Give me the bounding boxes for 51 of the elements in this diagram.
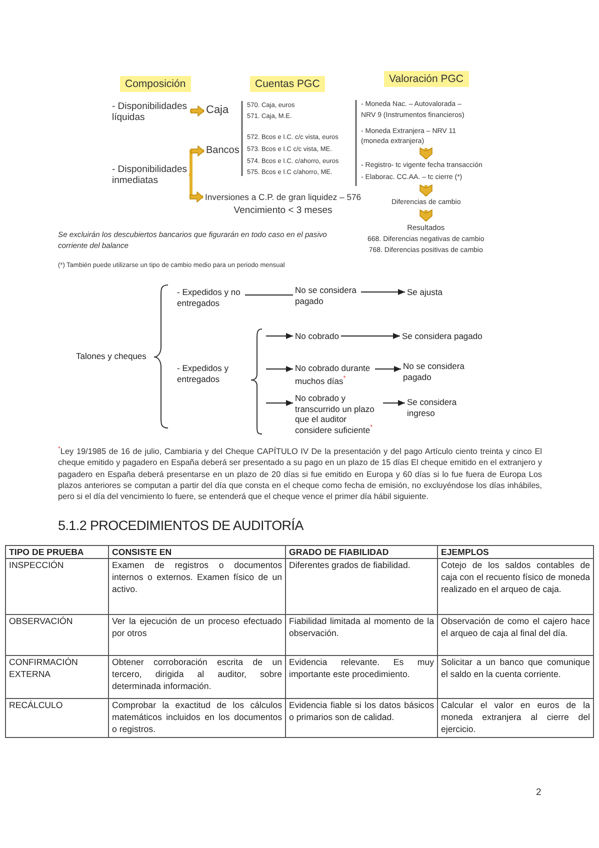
maturity-label: Vencimiento < 3 meses [234,204,332,218]
table-cell: Calcular el valor en euros de la moneda extranjera al cierre del ejercicio. [438,698,594,738]
investment-label: Inversiones a C.P. de gran liquidez – 576 [205,191,362,203]
footnote-text: $^{*}$Ley 19/1985 de 16 de julio, Cambiaria y del Cheque CAPÍTULO IV De la presentación y del pago Artículo ciento treinta y cinco El cheque emitido y pagadero en España deberá ser presentado a su pago en un plazo de 15 días El cheque emitido en el extranjero y pagadero en España deberá presentarse en un plazo de 20 días si fue emitido en Europa y 60 días si lo fue fuera de Europa Los plazos anteriores se computan a partir del día que consta en el cheque como fecha de emisión, no excluyéndose los días inhábiles, pero si el día del vencimiento lo fuere, se entenderá que el cheque vence el primer día hábil siguiente. [58,446,542,502]
table-cell: Obtener corroboración escrita de un tercero, dirigida al auditor, sobre determinada información. [108,656,286,698]
header-cell: EJEMPLOS [438,546,594,558]
condition-label: No se considera pagado [295,285,359,307]
outcome-label: Se considera pagado [402,331,482,342]
arrow [340,333,400,339]
condition-label: No cobrado y transcurrido un plazo que el auditor considere suficiente$^{*}$ [295,393,381,435]
table-cell: Ver la ejecución de un proceso efectuado por otros [108,614,286,656]
condition-label: No cobrado [295,331,339,342]
table-cell: Examen de registros o documentos internos o externos. Examen físico de un activo. [108,558,286,614]
branch-label: - Expedidos y entregados [177,363,232,385]
header-cell: GRADO DE FIABILIDAD [286,546,438,558]
table-cell: Fiabilidad limitada al momento de la observación. [286,614,438,656]
column-heading: Valoración PGC [384,71,469,87]
root-label: Talones y cheques [76,351,146,362]
column-heading: Composición [120,76,191,92]
table-cell: OBSERVACIÓN [6,614,108,656]
table-cell: Diferentes grados de fiabilidad. [286,558,438,614]
table-cell: Evidencia relevante. Es muy importante este procedimiento. [286,656,438,698]
account-group-label: Caja [206,104,229,117]
page-number: 2 [536,787,542,799]
account-group-label: Bancos [206,145,240,157]
table-cell: INSPECCIÓN [6,558,108,614]
outcome-label: No se considera pagado [403,361,467,383]
category-label: - Disponibilidades líquidas [112,101,188,123]
arrow [266,366,294,372]
section-heading: 5.1.2 PROCEDIMIENTOS DE AUDITORÍA [58,517,304,535]
arrow [266,400,294,406]
connector-line [244,294,294,296]
table-cell: Evidencia fiable si los datos básicos o primarios son de calidad. [286,698,438,738]
header-cell: CONSISTE EN [108,546,286,558]
condition-label: No cobrado durante muchos días$^{*}$ [295,362,373,388]
table-cell: Solicitar a un banco que comunique el saldo en la cuenta corriente. [438,656,594,698]
table-cell: Observación de como el cajero hace el arqueo de caja al final del día. [438,614,594,656]
table-cell: Cotejo de los saldos contables de caja con el recuento físico de moneda realizado en el arqueo de caja. [438,558,594,614]
arrow [374,366,402,372]
column-heading: Cuentas PGC [250,76,325,92]
table-cell: CONFIRMACIÓN EXTERNA [6,656,108,698]
arrow [360,289,406,295]
table-cell: RECÁLCULO [6,698,108,738]
outcome-label: Se ajusta [407,287,442,298]
category-label: - Disponibilidades inmediatas [112,164,188,186]
table-cell: Comprobar la exactitud de los cálculos matemáticos incluidos en los documentos o registros. [108,698,286,738]
arrow [382,400,406,406]
branch-label: - Expedidos y no entregados [177,287,243,309]
outcome-label: Se considera ingreso [407,397,467,419]
arrow [266,333,294,339]
header-cell: TIPO DE PRUEBA [6,546,108,558]
